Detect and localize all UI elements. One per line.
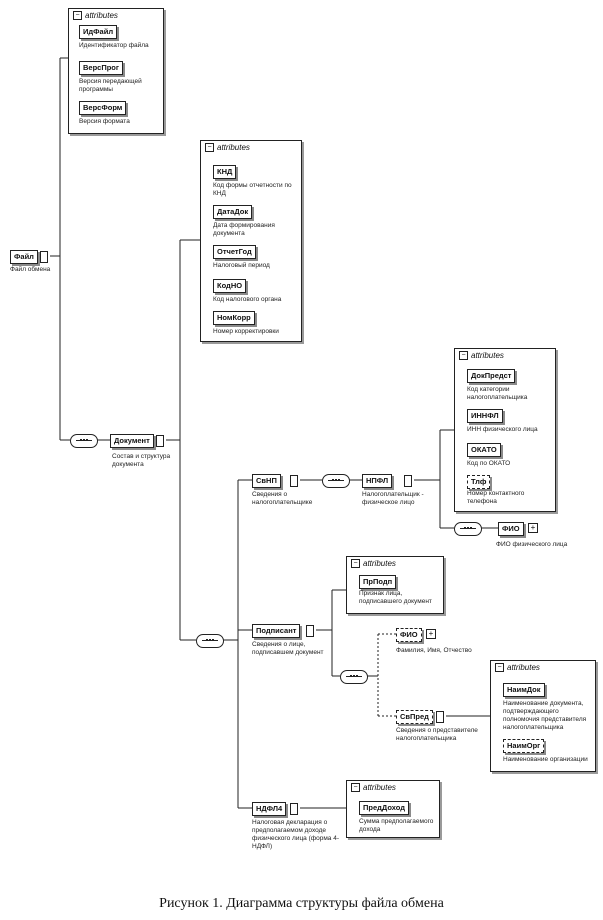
attr-prpodp[interactable]: ПрПодп bbox=[359, 575, 397, 589]
attr-knd[interactable]: КНД bbox=[213, 165, 237, 179]
ndfl4-desc: Налоговая декларация о предполагаемом до… bbox=[252, 819, 340, 850]
attr-innfl-desc: ИНН физического лица bbox=[467, 426, 538, 433]
root-desc: Файл обмена bbox=[10, 266, 51, 273]
podpisant-expand-icon[interactable] bbox=[306, 625, 314, 637]
attr-tlf-desc: Номер контактного телефона bbox=[467, 490, 525, 505]
attr-knd-desc: Код формы отчетности по КНД bbox=[213, 182, 292, 197]
sequence-compositor bbox=[340, 670, 368, 684]
document-desc: Состав и структура документа bbox=[112, 453, 171, 468]
npfl-desc: Налогоплательщик - физическое лицо bbox=[362, 491, 424, 506]
attr-naimorg[interactable]: НаимОрг bbox=[503, 739, 545, 753]
attributes-label: attributes bbox=[85, 11, 118, 20]
root-expand-icon[interactable] bbox=[40, 251, 48, 263]
attr-nomkorr-desc: Номер корректировки bbox=[213, 328, 279, 335]
element-fio-optional[interactable]: ФИО bbox=[396, 628, 422, 642]
attr-okato-desc: Код по ОКАТО bbox=[467, 460, 511, 467]
attr-versprog[interactable]: ВерсПрог bbox=[79, 61, 124, 75]
element-svpred[interactable]: СвПред bbox=[396, 710, 433, 724]
attr-predhod-desc: Сумма предполагаемого дохода bbox=[359, 818, 434, 833]
fio-optional-desc: Фамилия, Имя, Отчество bbox=[396, 647, 472, 654]
attr-otchetgod[interactable]: ОтчетГод bbox=[213, 245, 256, 259]
attr-versprog-desc: Версия передающей программы bbox=[79, 78, 142, 93]
fio-desc: ФИО физического лица bbox=[496, 541, 568, 548]
sequence-compositor bbox=[70, 434, 98, 448]
attr-datadok[interactable]: ДатаДок bbox=[213, 205, 253, 219]
attr-idfile-desc: Идентификатор файла bbox=[79, 42, 149, 49]
svpred-desc: Сведения о представителе налогоплательщи… bbox=[396, 727, 478, 742]
collapse-icon[interactable]: − bbox=[351, 783, 360, 792]
sequence-compositor bbox=[454, 522, 482, 536]
attr-idfile[interactable]: ИдФайл bbox=[79, 25, 118, 39]
attr-versform-desc: Версия формата bbox=[79, 118, 130, 125]
attr-tlf[interactable]: Тлф bbox=[467, 475, 491, 489]
element-document[interactable]: Документ bbox=[110, 434, 154, 448]
npfl-expand-icon[interactable] bbox=[404, 475, 412, 487]
attr-datadok-desc: Дата формирования документа bbox=[213, 222, 275, 237]
attr-naimdok[interactable]: НаимДок bbox=[503, 683, 545, 697]
podpisant-attributes-group: −attributes ПрПодп Признак лица, подписа… bbox=[346, 556, 444, 614]
element-npfl[interactable]: НПФЛ bbox=[362, 474, 393, 488]
document-expand-icon[interactable] bbox=[156, 435, 164, 447]
element-ndfl4[interactable]: НДФЛ4 bbox=[252, 802, 287, 816]
attr-kodno[interactable]: КодНО bbox=[213, 279, 247, 293]
element-fio[interactable]: ФИО bbox=[498, 522, 524, 536]
file-attributes-group: −attributes ИдФайл Идентификатор файла В… bbox=[68, 8, 164, 134]
ndfl4-expand-icon[interactable] bbox=[290, 803, 298, 815]
attributes-label: attributes bbox=[363, 783, 396, 792]
attributes-label: attributes bbox=[507, 663, 540, 672]
sequence-compositor bbox=[196, 634, 224, 648]
ndfl4-attributes-group: −attributes ПредДоход Сумма предполагаем… bbox=[346, 780, 440, 838]
attributes-label: attributes bbox=[217, 143, 250, 152]
attr-dokpredst[interactable]: ДокПредст bbox=[467, 369, 516, 383]
svnp-expand-icon[interactable] bbox=[290, 475, 298, 487]
attr-kodno-desc: Код налогового органа bbox=[213, 296, 282, 303]
attributes-label: attributes bbox=[363, 559, 396, 568]
attr-nomkorr[interactable]: НомКорр bbox=[213, 311, 255, 325]
attr-dokpredst-desc: Код категории налогоплательщика bbox=[467, 386, 528, 401]
sequence-compositor bbox=[322, 474, 350, 488]
attributes-label: attributes bbox=[471, 351, 504, 360]
expand-plus-icon[interactable]: + bbox=[426, 629, 436, 639]
attr-versform[interactable]: ВерсФорм bbox=[79, 101, 127, 115]
collapse-icon[interactable]: − bbox=[459, 351, 468, 360]
document-attributes-group: −attributes КНД Код формы отчетности по … bbox=[200, 140, 302, 342]
npfl-attributes-group: −attributes ДокПредст Код категории нало… bbox=[454, 348, 556, 512]
element-podpisant[interactable]: Подписант bbox=[252, 624, 301, 638]
attr-predhod[interactable]: ПредДоход bbox=[359, 801, 409, 815]
attr-naimorg-desc: Наименование организации bbox=[503, 756, 588, 763]
figure-caption: Рисунок 1. Диаграмма структуры файла обм… bbox=[159, 896, 444, 911]
svnp-desc: Сведения о налогоплательщике bbox=[252, 491, 313, 506]
collapse-icon[interactable]: − bbox=[351, 559, 360, 568]
podpisant-desc: Сведения о лице, подписавшем документ bbox=[252, 641, 324, 656]
attr-okato[interactable]: ОКАТО bbox=[467, 443, 501, 457]
collapse-icon[interactable]: − bbox=[495, 663, 504, 672]
collapse-icon[interactable]: − bbox=[205, 143, 214, 152]
attr-prpodp-desc: Признак лица, подписавшего документ bbox=[359, 590, 432, 605]
attr-otchetgod-desc: Налоговый период bbox=[213, 262, 270, 269]
svpred-expand-icon[interactable] bbox=[436, 711, 444, 723]
collapse-icon[interactable]: − bbox=[73, 11, 82, 20]
expand-plus-icon[interactable]: + bbox=[528, 523, 538, 533]
attr-innfl[interactable]: ИННФЛ bbox=[467, 409, 503, 423]
root-element-file[interactable]: Файл bbox=[10, 250, 38, 264]
element-svnp[interactable]: СвНП bbox=[252, 474, 281, 488]
attr-naimdok-desc: Наименование документа, подтверждающего … bbox=[503, 700, 587, 731]
svpred-attributes-group: −attributes НаимДок Наименование докумен… bbox=[490, 660, 596, 772]
